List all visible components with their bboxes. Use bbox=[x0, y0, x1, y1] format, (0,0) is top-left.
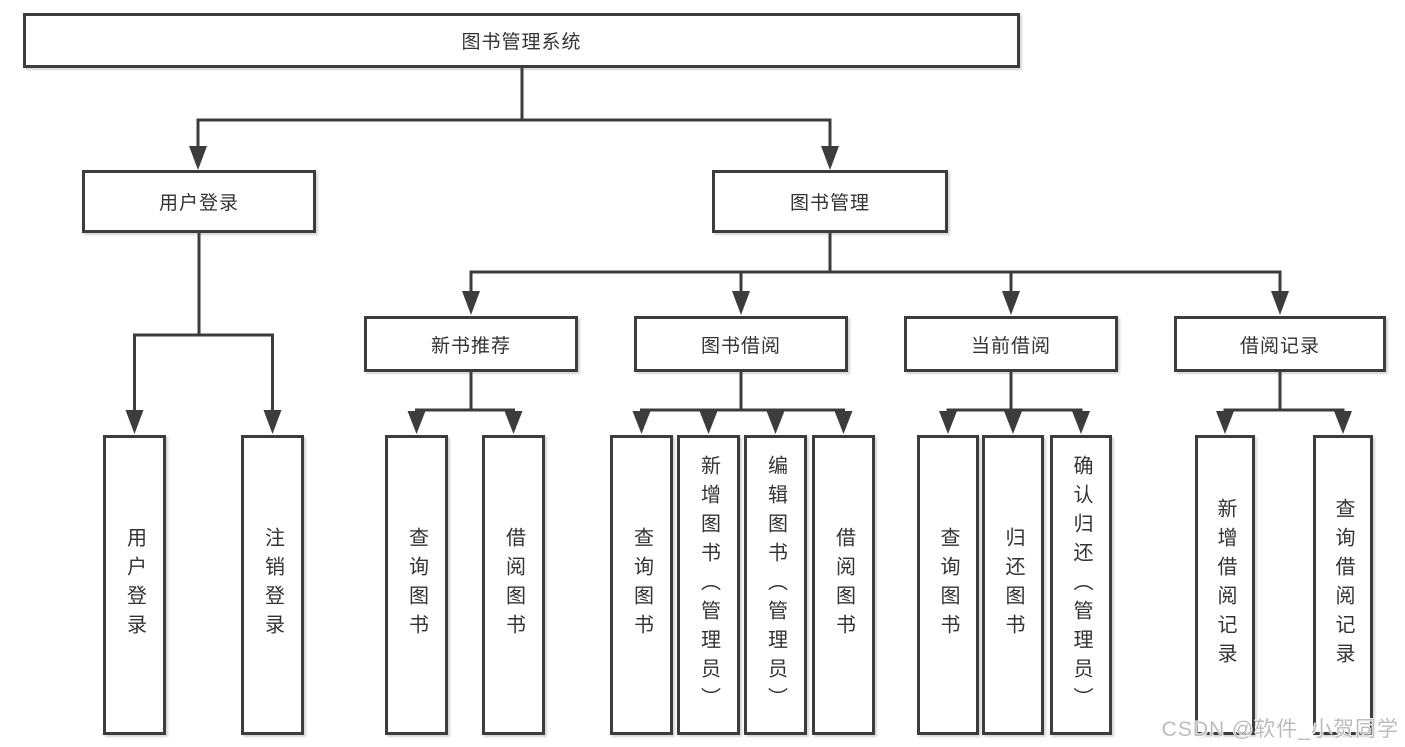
arrowheads-level2 bbox=[189, 146, 839, 170]
connector-current-to-leaves bbox=[946, 372, 1083, 412]
connector-bookmgmt-to-level3 bbox=[469, 233, 1282, 293]
node-book-borrow: 图书借阅 bbox=[634, 316, 848, 372]
leaf-query-books-borrow: 查询图书 bbox=[610, 435, 673, 735]
leaf-user-login-label: 用户登录 bbox=[123, 527, 146, 643]
arrowheads-newrec-leaves bbox=[407, 411, 523, 434]
connector-record-to-leaves bbox=[1223, 372, 1345, 412]
leaf-query-books-current-label: 查询图书 bbox=[937, 527, 959, 643]
leaf-add-book-admin-label: 新增图书（管理员） bbox=[697, 454, 720, 716]
connector-userlogin-to-leaves bbox=[133, 233, 274, 412]
leaf-add-borrow-record: 新增借阅记录 bbox=[1195, 435, 1255, 735]
connector-borrow-to-leaves bbox=[640, 372, 845, 412]
arrowheads-current-leaves bbox=[939, 411, 1090, 434]
leaf-query-borrow-record-label: 查询借阅记录 bbox=[1332, 498, 1354, 672]
leaf-query-books-borrow-label: 查询图书 bbox=[630, 527, 653, 643]
leaf-borrow-books-recommend-label: 借阅图书 bbox=[502, 527, 525, 643]
leaf-borrow-books-recommend: 借阅图书 bbox=[482, 435, 545, 735]
watermark: CSDN @软件_小贺同学 bbox=[1161, 718, 1399, 741]
node-new-book-recommend: 新书推荐 bbox=[364, 316, 578, 372]
leaf-edit-book-admin: 编辑图书（管理员） bbox=[744, 435, 807, 735]
leaf-logout: 注销登录 bbox=[241, 435, 304, 735]
leaf-borrow-books: 借阅图书 bbox=[812, 435, 875, 735]
connector-newrec-to-leaves bbox=[415, 372, 515, 414]
leaf-borrow-books-label: 借阅图书 bbox=[832, 527, 855, 643]
leaf-query-books-recommend: 查询图书 bbox=[385, 435, 448, 735]
leaf-confirm-return-admin: 确认归还（管理员） bbox=[1050, 435, 1112, 735]
leaf-logout-label: 注销登录 bbox=[261, 527, 284, 643]
leaf-add-borrow-record-label: 新增借阅记录 bbox=[1214, 498, 1236, 672]
arrowheads-record-leaves bbox=[1216, 411, 1352, 434]
leaf-query-books-recommend-label: 查询图书 bbox=[405, 527, 428, 643]
connector-root-to-level2 bbox=[196, 68, 832, 148]
node-current-borrow: 当前借阅 bbox=[904, 316, 1118, 372]
leaf-query-books-current: 查询图书 bbox=[917, 435, 979, 735]
leaf-confirm-return-admin-label: 确认归还（管理员） bbox=[1070, 454, 1092, 716]
node-user-login: 用户登录 bbox=[82, 170, 316, 233]
leaf-return-book: 归还图书 bbox=[982, 435, 1044, 735]
leaf-user-login: 用户登录 bbox=[103, 435, 166, 735]
leaf-edit-book-admin-label: 编辑图书（管理员） bbox=[764, 454, 787, 716]
leaf-query-borrow-record: 查询借阅记录 bbox=[1313, 435, 1373, 735]
arrowheads-userlogin-leaves bbox=[125, 410, 282, 434]
node-borrow-records: 借阅记录 bbox=[1174, 316, 1386, 372]
leaf-return-book-label: 归还图书 bbox=[1002, 527, 1024, 643]
node-book-management: 图书管理 bbox=[712, 170, 948, 233]
node-library-system: 图书管理系统 bbox=[23, 13, 1020, 68]
leaf-add-book-admin: 新增图书（管理员） bbox=[677, 435, 740, 735]
arrowheads-level3 bbox=[462, 291, 1289, 315]
arrowheads-borrow-leaves bbox=[632, 411, 853, 434]
